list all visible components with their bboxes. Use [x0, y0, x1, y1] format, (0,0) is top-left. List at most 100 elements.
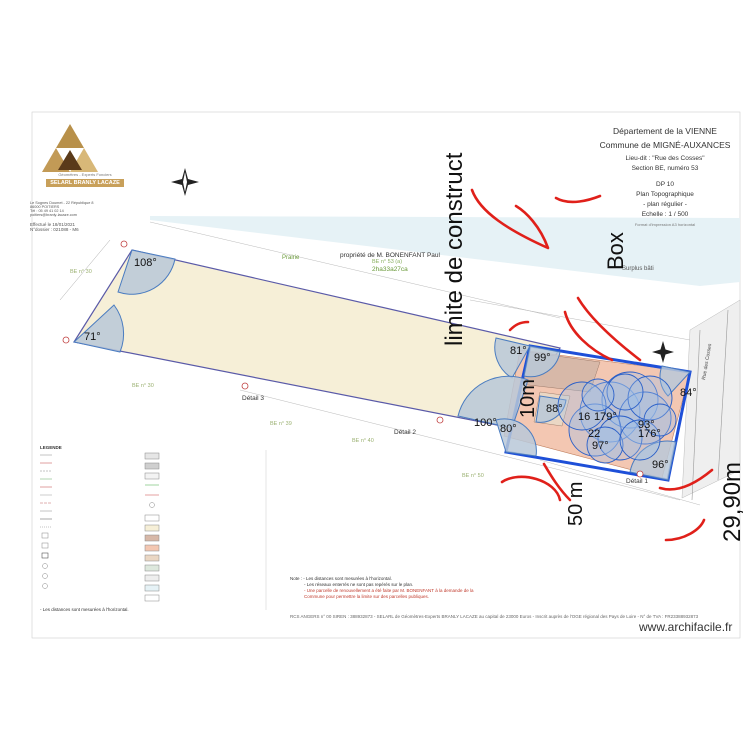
title-block: Département de la VIENNE Commune de MIGN… [590, 126, 740, 230]
angle-wedge-108 [117, 249, 176, 295]
red-mark-5 [500, 475, 562, 502]
road-strip [150, 216, 740, 286]
title-commune: Commune de MIGNÉ-AUXANCES [599, 140, 731, 150]
watermark[interactable]: www.archifacile.fr [639, 620, 733, 634]
red-mark-8 [664, 518, 706, 542]
detail-marker-d [436, 416, 444, 424]
angle-108: 108° [134, 257, 157, 269]
red-mark-9 [508, 320, 530, 332]
angle-176: 176° [638, 428, 661, 440]
parcel-line-1 [59, 239, 111, 301]
cluster-circle [627, 375, 673, 421]
prairie-label: Prairie [282, 255, 300, 261]
detail-marker-e [636, 470, 644, 478]
cluster-circle [643, 403, 677, 437]
company-block: Géomètres - Experts Fonciers SELARL BRAN… [30, 118, 140, 232]
company-address-1: Le Sognes Doumet - 22 République 8 [30, 201, 94, 205]
angle-71: 71° [84, 331, 101, 343]
angle-81: 81° [510, 345, 527, 357]
angle-wedges [72, 249, 691, 481]
dim-10m: 10m [517, 379, 539, 418]
bottom-note: - Les distances sont mesurées à l'horizo… [40, 607, 129, 612]
be30-label-2: BE n° 30 [132, 383, 154, 389]
angle-wedge-71 [72, 304, 125, 353]
cluster-circle [619, 419, 661, 461]
title-plan-type: Plan Topographique [636, 191, 694, 198]
angle-93: 93° [638, 419, 655, 431]
angle-wedge-100 [457, 375, 529, 429]
angle-22: 22 [588, 428, 600, 440]
red-mark-1 [470, 188, 550, 250]
road-edge-2 [717, 309, 729, 481]
company-phone: Tél : 05 49 41 02 14 [30, 209, 64, 213]
title-section: Section BE, numéro 53 [631, 165, 699, 172]
title-dp: DP 10 [656, 181, 674, 188]
cluster-circle [557, 381, 607, 431]
detail-marker-c [241, 382, 249, 390]
company-file: N°dossier : 021088 - M6 [30, 227, 79, 232]
note-3: - Une parcelle de renouvellement a été f… [304, 588, 474, 593]
be40-label: BE n° 40 [352, 438, 374, 444]
detail2-label: Détail 2 [394, 429, 416, 436]
detail-marker-b [62, 336, 70, 344]
detail3-label: Détail 3 [242, 395, 264, 402]
detail-marker-a [120, 240, 128, 248]
north-arrow-icon [171, 168, 199, 196]
box-annotation: Box [603, 232, 628, 270]
angle-wedge-99 [523, 345, 561, 378]
circle-cluster [557, 371, 677, 464]
parcel-area-label: 2ha33a27ca [372, 266, 408, 273]
be50-label: BE n° 50 [462, 473, 484, 479]
legend-swatches [40, 452, 160, 602]
dim-50m: 50 m [565, 482, 587, 526]
angle-88: 88° [546, 403, 563, 415]
red-mark-6 [542, 462, 572, 502]
red-pen-marks [470, 188, 714, 542]
angle-179: 179° [594, 411, 617, 423]
angle-100: 100° [474, 417, 497, 429]
logo-caption: Géomètres - Experts Fonciers [58, 172, 112, 177]
note-1: Note : - Les distances sont mesurées à l… [290, 576, 392, 581]
cluster-circle [606, 373, 644, 411]
red-mark-2 [554, 194, 602, 204]
dim-2990m: 29,90m [719, 462, 746, 542]
angle-80: 80° [500, 423, 517, 435]
angle-16: 16 [578, 411, 590, 423]
angle-97: 97° [592, 440, 609, 452]
legend: LEGENDE [40, 445, 267, 610]
angle-96: 96° [652, 459, 669, 471]
parcel-line-4 [469, 299, 691, 341]
angle-wedge-96 [629, 440, 677, 481]
cluster-circle [586, 426, 624, 464]
company-email: poitiers@branly-lacaze.com [30, 213, 77, 217]
north-arrow-small-icon [652, 341, 674, 363]
title-plan-sub: - plan régulier - [643, 201, 687, 208]
angle-99: 99° [534, 352, 551, 364]
angle-wedge-80 [495, 418, 537, 457]
company-logo-icon [42, 124, 98, 172]
angle-84: 84° [680, 387, 697, 399]
owner-label: propriété de M. BONENFANT Paul [340, 252, 441, 259]
road-edge-1 [691, 329, 701, 501]
red-mark-4 [563, 310, 614, 362]
detail-markers [62, 240, 644, 478]
parcel-line-3 [149, 221, 561, 319]
footer-legal: RCS ANGERS n° 00 SIREN : 388932873 - SEL… [290, 614, 699, 619]
parcel-line-5 [539, 459, 701, 506]
legend-title: LEGENDE [40, 445, 62, 450]
parcel-ref-label: BE n° 53 (a) [372, 259, 402, 265]
parcel-line-2 [239, 389, 681, 501]
note-2: - Les réseaux enterrés ne sont pas repér… [304, 582, 413, 587]
note-4: Commune pour permettre la limite sur des… [304, 594, 429, 599]
be30-label: BE n° 30 [70, 269, 92, 275]
company-name-banner: SELARL BRANLY LACAZE [46, 179, 124, 187]
company-date: Effectué le 18/01/2021 [30, 222, 75, 227]
title-dept: Département de la VIENNE [613, 126, 717, 136]
red-mark-3 [576, 296, 642, 362]
limite-annotation: limite de construct [441, 152, 468, 346]
be39-label: BE n° 39 [270, 421, 292, 427]
detail1-label: Détail 1 [626, 478, 648, 485]
company-address-2: 86000 POITIERS [30, 205, 60, 209]
surplus-label: Surplus bâti [622, 266, 654, 272]
